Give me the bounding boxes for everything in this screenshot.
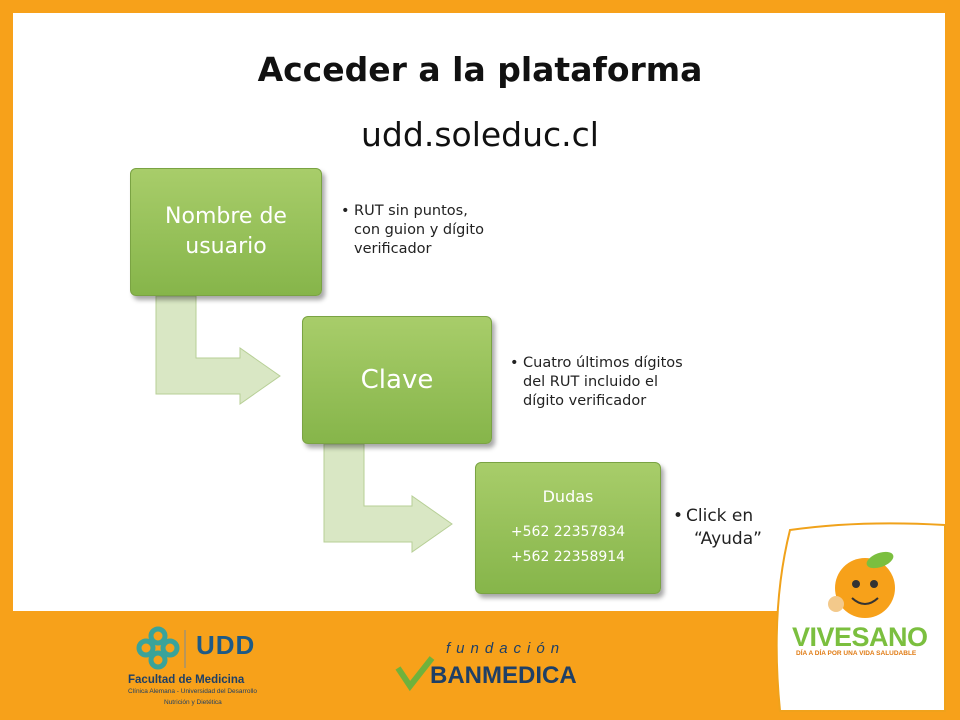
note-line: RUT sin puntos,	[354, 203, 468, 219]
bullet: •	[673, 506, 684, 526]
step-label-line1: Nombre de	[165, 204, 287, 229]
vivesano-tagline: DÍA A DÍA POR UNA VIDA SALUDABLE	[796, 650, 917, 657]
step-box-help: Dudas +562 22357834 +562 22358914	[475, 462, 661, 594]
note-line: verificador	[354, 241, 432, 257]
banmedica-wordmark: BANMEDICA	[430, 662, 577, 689]
slide-subtitle: udd.soleduc.cl	[361, 115, 599, 154]
faculty-name: Facultad de Medicina	[128, 674, 245, 686]
banmedica-logo-icon	[395, 656, 435, 692]
step-box-password: Clave	[302, 316, 492, 444]
note-line: con guion y dígito	[354, 222, 484, 238]
step-label: Dudas	[542, 486, 594, 506]
faculty-subtitle: Clínica Alemana - Universidad del Desarr…	[128, 688, 257, 695]
arrow-2	[323, 443, 453, 553]
note-line: del RUT incluido el	[523, 374, 658, 390]
bullet: •	[510, 355, 519, 371]
step-box-username: Nombre de usuario	[130, 168, 322, 296]
phone-number: +562 22358914	[510, 548, 626, 565]
step-note-help: • Click en “Ayuda”	[673, 505, 776, 551]
slide-title: Acceder a la plataforma	[257, 50, 703, 89]
vivesano-wordmark: VIVESANO	[792, 622, 928, 652]
faculty-program: Nutrición y Dietética	[164, 699, 222, 706]
fundacion-text: fundación	[446, 640, 566, 657]
arrow-1	[155, 295, 281, 405]
step-label-line2: usuario	[185, 234, 267, 259]
note-line: dígito verificador	[523, 393, 647, 409]
phone-number: +562 22357834	[510, 523, 626, 540]
vivesano-logo-icon	[775, 522, 946, 712]
step-label: Clave	[360, 365, 434, 395]
note-line: Cuatro últimos dígitos	[523, 355, 683, 371]
note-line: “Ayuda”	[694, 529, 762, 549]
note-line: Click en	[686, 506, 754, 526]
udd-emblem-icon	[136, 626, 180, 670]
step-note-username: • RUT sin puntos, con guion y dígito ver…	[341, 202, 544, 259]
bullet: •	[341, 203, 350, 219]
udd-wordmark: UDD	[196, 630, 256, 660]
step-note-password: • Cuatro últimos dígitos del RUT incluid…	[510, 354, 733, 411]
